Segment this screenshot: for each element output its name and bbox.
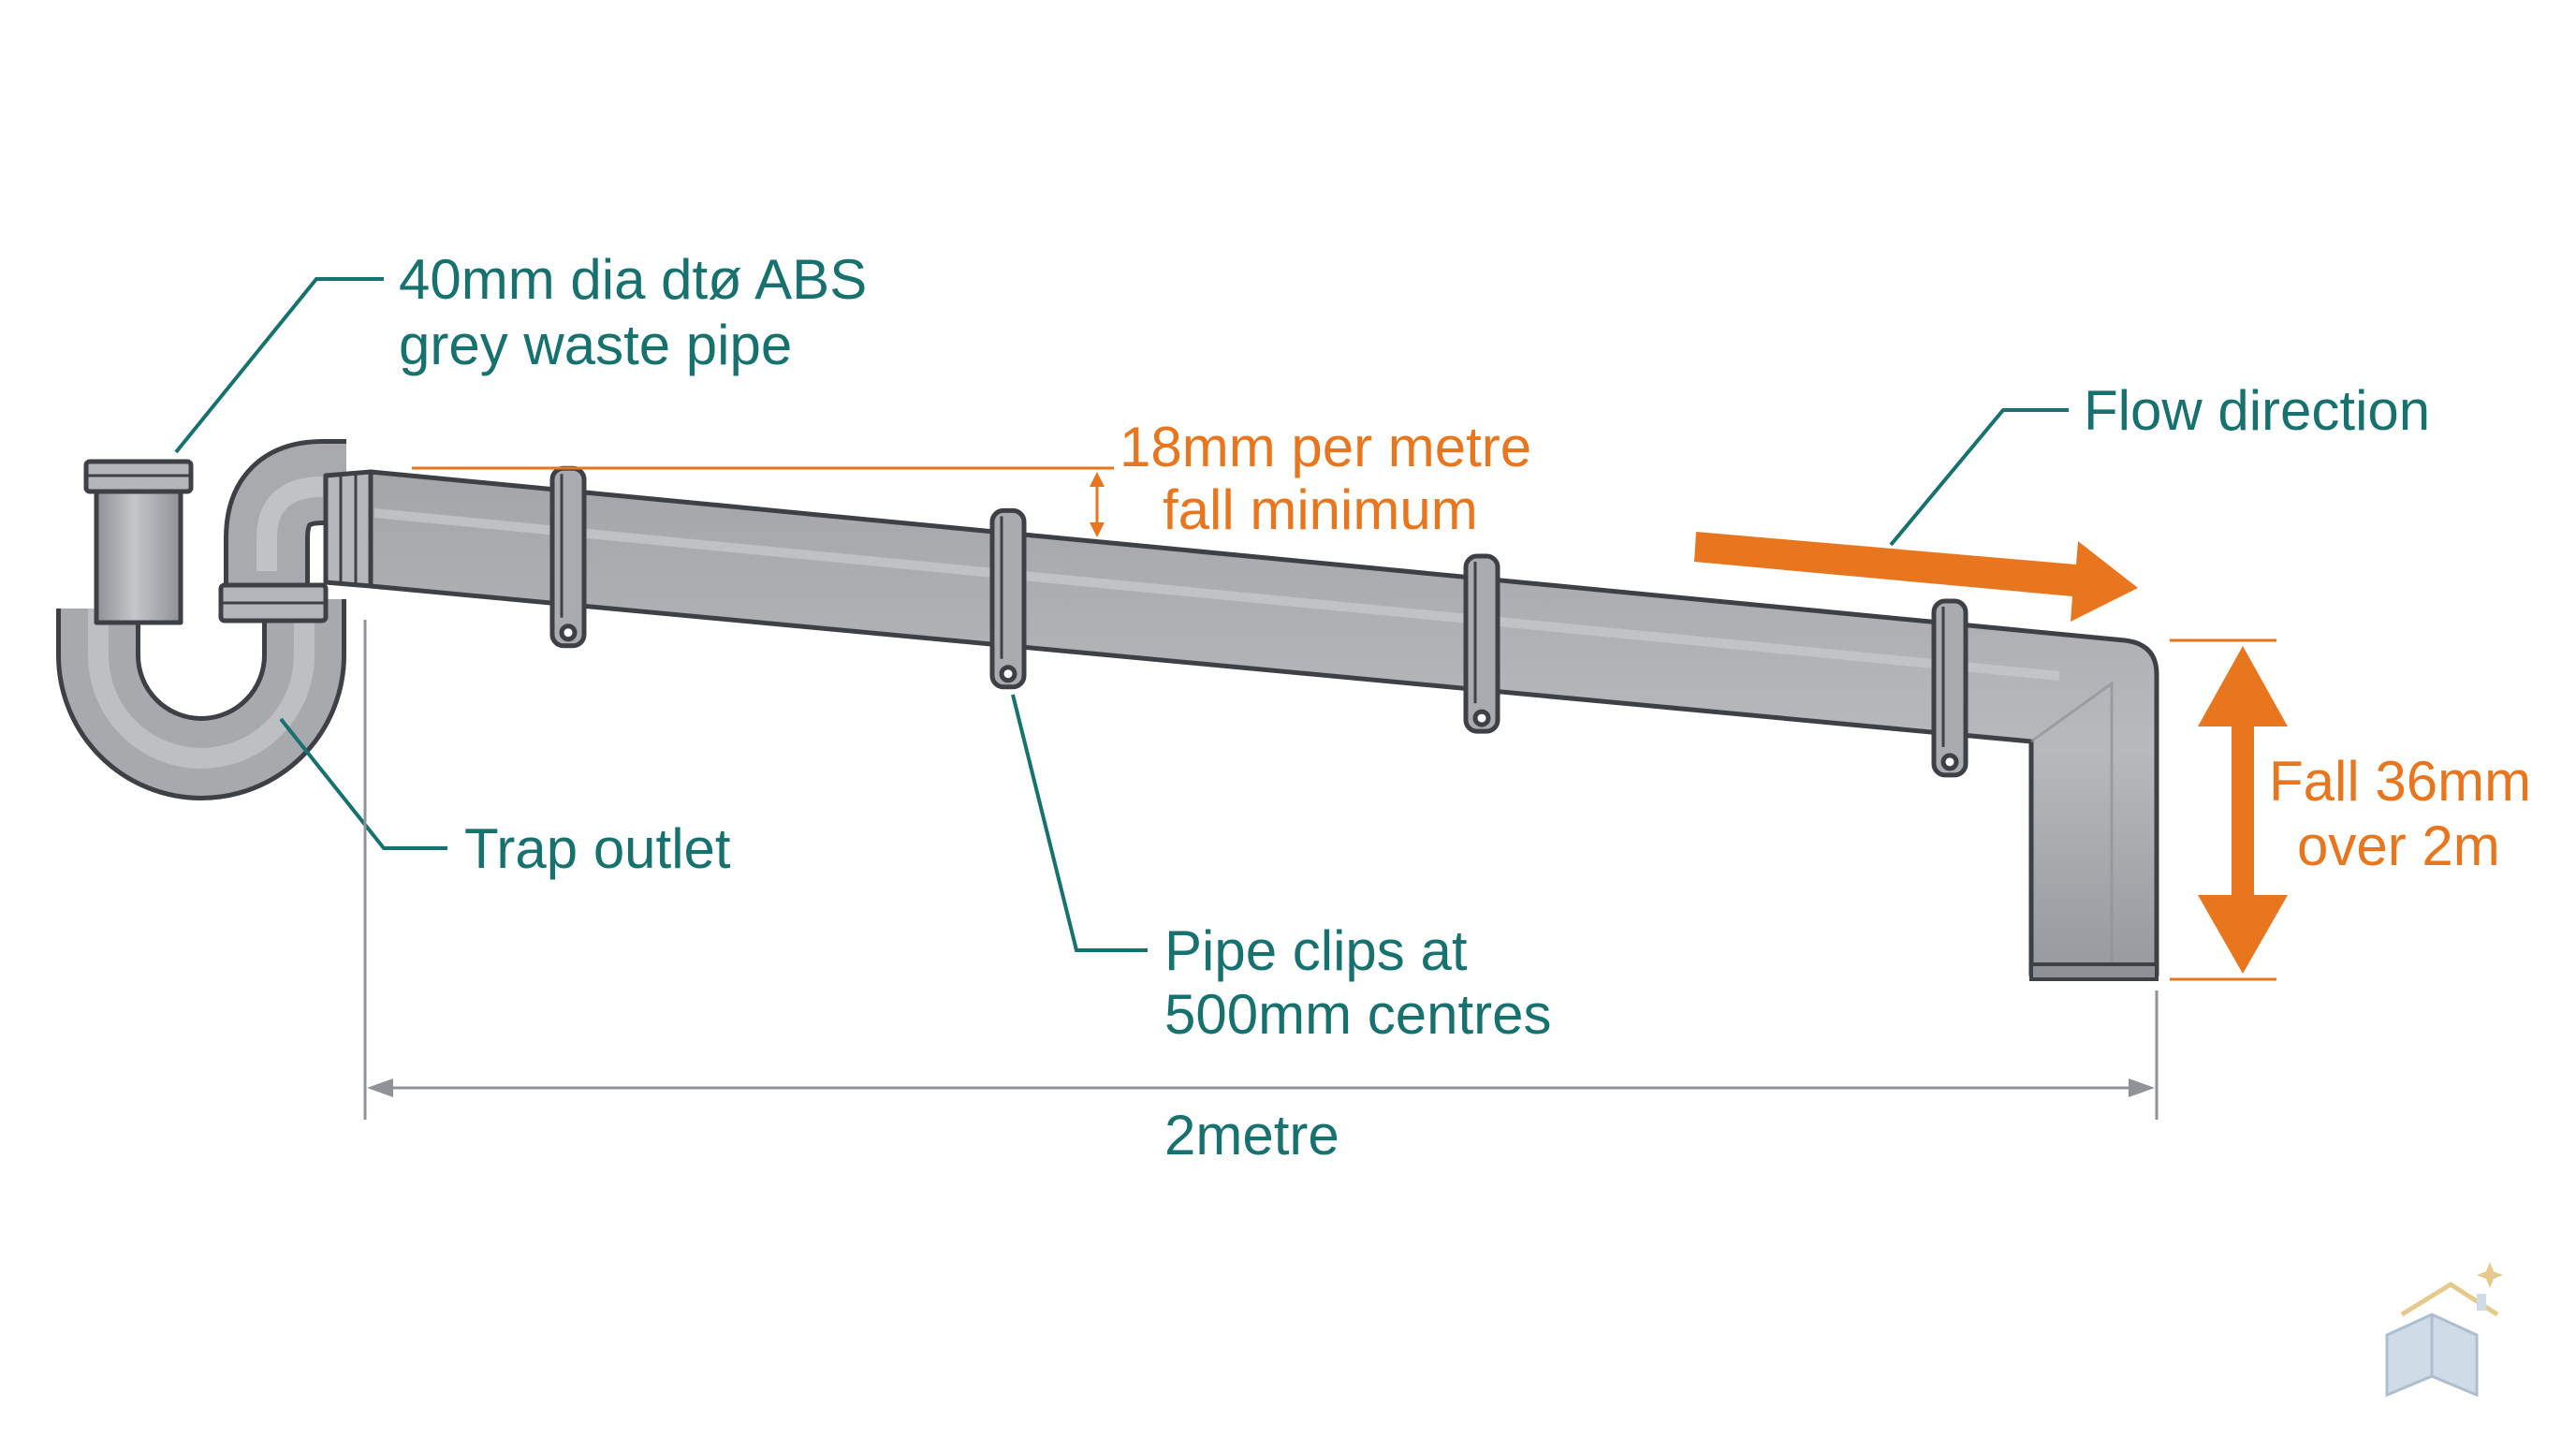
clips-label-line2: 500mm centres (1164, 983, 1552, 1046)
pipe-coupling (323, 469, 373, 589)
gradient-dimension (412, 466, 1114, 537)
leader-flow (1889, 408, 2069, 547)
pipe-clip (1463, 553, 1500, 734)
fall-label-line2: over 2m (2297, 814, 2500, 877)
leader-pipe-spec (174, 277, 384, 454)
flow-direction-label: Flow direction (2084, 379, 2430, 442)
pipe-clip-screw (999, 665, 1017, 683)
leader-clips (1011, 694, 1148, 952)
length-dimension (363, 620, 2159, 1120)
waste-pipe-run (368, 469, 2159, 981)
pipe-clip (1931, 598, 1969, 778)
trap-assembly (56, 439, 373, 800)
pipe-clip-screw (1940, 753, 1959, 771)
pipe-end (2029, 962, 2159, 981)
clips-label-line1: Pipe clips at (1164, 919, 1468, 982)
pipe-spec-label-line1: 40mm dia dtø ABS (399, 248, 867, 311)
pipe-clip-band (1463, 553, 1500, 734)
gradient-label-line2: fall minimum (1163, 478, 1478, 541)
leader-trap-outlet (279, 717, 447, 850)
pipe-spec-label-line2: grey waste pipe (399, 314, 792, 376)
main-pipe (368, 469, 2159, 978)
gradient-label-line1: 18mm per metre (1120, 416, 1531, 478)
pipe-clip-band (549, 465, 587, 649)
double-arrow-icon (2198, 646, 2288, 974)
house-book-logo-icon (2385, 1262, 2503, 1398)
pipe-clip-screw (559, 624, 578, 642)
trap-outlet-label: Trap outlet (464, 817, 731, 880)
length-label: 2metre (1164, 1104, 1339, 1167)
pipe-clip-screw (1472, 709, 1491, 727)
pipe-clip (549, 465, 587, 649)
pipe-clips (549, 465, 1969, 778)
pipe-clip (989, 507, 1027, 690)
labels: 40mm dia dtø ABS grey waste pipe 18mm pe… (399, 248, 2531, 1167)
fall-label-line1: Fall 36mm (2269, 750, 2531, 813)
flow-arrow-icon (1694, 532, 2138, 622)
trap-inlet-pipe (94, 484, 183, 625)
callout-leaders (174, 277, 2069, 952)
fall-dimension (2170, 638, 2288, 981)
pipe-clip-band (1931, 598, 1969, 778)
pipe-clip-band (989, 507, 1027, 690)
